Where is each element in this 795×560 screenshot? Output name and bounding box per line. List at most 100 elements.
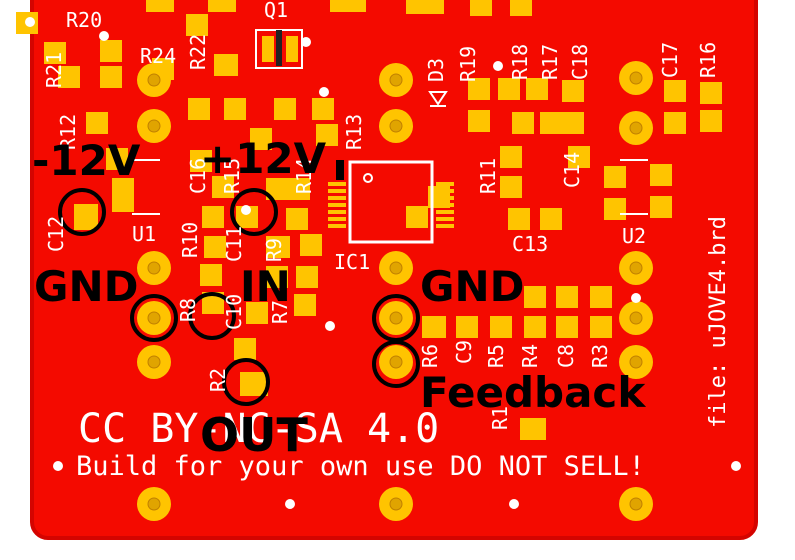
smd-pad-66 <box>590 286 612 308</box>
smd-pad-9 <box>100 66 122 88</box>
ref-r6: R6 <box>418 343 442 368</box>
smd-pad-23 <box>286 178 310 200</box>
ref-r9: R9 <box>262 237 286 262</box>
ring-gnd-left <box>130 294 178 342</box>
via-9 <box>509 499 519 509</box>
smd-pad-21 <box>212 176 234 198</box>
smd-pad-48 <box>562 112 584 134</box>
smd-pad-60 <box>508 208 530 230</box>
ic1-outline <box>348 160 434 244</box>
ic1-pin-left-5 <box>328 217 346 221</box>
smd-pad-61 <box>540 208 562 230</box>
smd-pad-35 <box>294 294 316 316</box>
ref-r8: R8 <box>176 297 200 322</box>
smd-pad-50 <box>700 110 722 132</box>
ref-c11: C11 <box>222 225 246 262</box>
smd-pad-12 <box>274 98 296 120</box>
through-hole-drill-9 <box>389 261 403 275</box>
smd-pad-30 <box>200 264 222 286</box>
smd-pad-17 <box>86 112 108 134</box>
ring-minus-12v <box>58 188 106 236</box>
smd-pad-27 <box>300 234 322 256</box>
smd-pad-13 <box>312 98 334 120</box>
through-hole-drill-2 <box>389 73 403 87</box>
smd-pad-14 <box>316 124 338 146</box>
smd-pad-5 <box>186 14 208 36</box>
smd-pad-15 <box>250 128 272 150</box>
smd-pad-44 <box>700 82 722 104</box>
ref-r13: R13 <box>342 113 366 150</box>
through-hole-drill-8 <box>147 355 161 369</box>
ref-r16: R16 <box>696 41 720 78</box>
smd-pad-71 <box>556 316 578 338</box>
smd-pad-16 <box>190 150 212 172</box>
ref-r11: R11 <box>476 157 500 194</box>
ic1-pin-right-6 <box>436 224 454 228</box>
q1-pad-b <box>286 36 298 62</box>
through-hole-drill-0 <box>147 73 161 87</box>
ref-r2: R2 <box>206 367 230 392</box>
through-hole-drill-4 <box>629 71 643 85</box>
smd-pad-4 <box>208 0 236 12</box>
annotation-minus-12v: -12V <box>32 136 141 185</box>
through-hole-drill-6 <box>147 261 161 275</box>
annotation-plus-12v: +12V <box>200 134 327 183</box>
smd-pad-57 <box>568 146 590 168</box>
smd-pad-43 <box>664 80 686 102</box>
smd-pad-69 <box>490 316 512 338</box>
ic1-pin-left-0 <box>328 182 346 186</box>
annotation-in: IN <box>240 262 291 311</box>
ref-r22: R22 <box>186 33 210 70</box>
smd-pad-72 <box>590 316 612 338</box>
smd-pad-39 <box>468 78 490 100</box>
smd-pad-45 <box>468 110 490 132</box>
through-hole-drill-13 <box>629 311 643 325</box>
through-hole-drill-1 <box>147 119 161 133</box>
smd-pad-56 <box>500 176 522 198</box>
smd-pad-46 <box>512 112 534 134</box>
smd-pad-42 <box>562 80 584 102</box>
smd-pad-52 <box>510 0 532 16</box>
q1-body <box>276 30 282 66</box>
smd-pad-53 <box>330 0 366 12</box>
smd-pad-34 <box>246 302 268 324</box>
via-10 <box>53 461 63 471</box>
ic1-pin-left-1 <box>328 189 346 193</box>
smd-pad-2 <box>100 40 122 62</box>
via-6 <box>631 293 641 303</box>
smd-pad-68 <box>456 316 478 338</box>
smd-pad-51 <box>470 0 492 16</box>
ring-plus-12v <box>230 188 278 236</box>
smd-pad-75 <box>604 198 626 220</box>
smd-pad-25 <box>202 206 224 228</box>
via-3 <box>493 61 503 71</box>
annotation-feedback: Feedback <box>420 368 646 417</box>
notice-text: Build for your own use DO NOT SELL! <box>76 451 645 482</box>
via-8 <box>285 499 295 509</box>
smd-pad-70 <box>524 316 546 338</box>
via-5 <box>325 321 335 331</box>
ic1-pin1-annotation-bar <box>336 160 344 180</box>
via-2 <box>301 37 311 47</box>
smd-pad-38 <box>74 204 98 230</box>
smd-pad-31 <box>266 266 288 288</box>
ref-r18: R18 <box>508 43 532 80</box>
smd-pad-3 <box>146 0 174 12</box>
ref-u2: U2 <box>622 224 647 248</box>
smd-pad-10 <box>188 98 210 120</box>
via-11 <box>731 461 741 471</box>
ic1-pin-left-6 <box>328 224 346 228</box>
board-file-label: file: uJOVE4.brd <box>706 216 731 428</box>
ic1-pin-right-0 <box>436 182 454 186</box>
ref-r5: R5 <box>484 343 508 368</box>
smd-pad-64 <box>524 286 546 308</box>
smd-pad-20 <box>112 196 134 212</box>
ref-r20: R20 <box>66 8 103 32</box>
annotation-out: OUT <box>200 408 308 462</box>
smd-pad-37 <box>240 372 268 396</box>
ref-r19: R19 <box>456 45 480 82</box>
smd-pad-24 <box>286 208 308 230</box>
ref-d3: D3 <box>424 57 448 82</box>
ring-feedback <box>372 340 420 388</box>
